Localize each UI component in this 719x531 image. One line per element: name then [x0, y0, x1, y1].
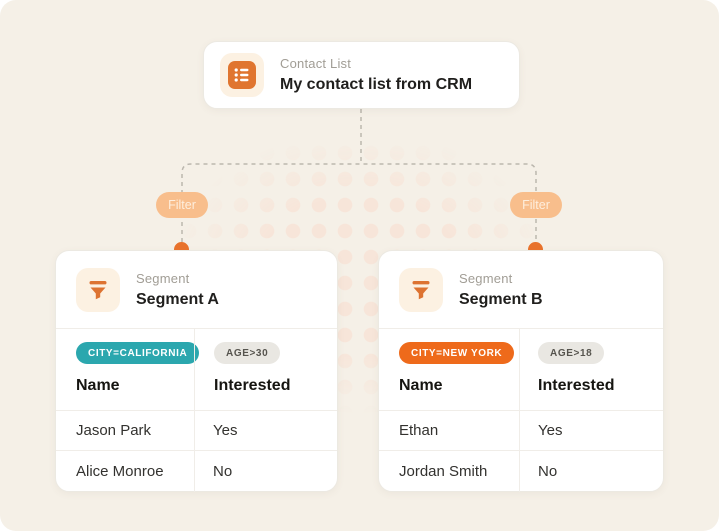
- cell-value: Yes: [213, 422, 238, 439]
- table-row: Ethan Yes: [379, 411, 663, 451]
- table-row: Jason Park Yes: [56, 411, 337, 451]
- segment-b-icon-tile: [399, 267, 443, 312]
- cell-value: Jason Park: [76, 422, 152, 439]
- segment-b-header: Segment Segment B: [379, 251, 663, 329]
- cell-interested: Yes: [518, 411, 663, 450]
- head-cell: CITY=CALIFORNIA Name: [56, 329, 200, 410]
- segment-a-node[interactable]: Segment Segment A CITY=CALIFORNIA Name A…: [55, 250, 338, 492]
- cell-value: Ethan: [399, 422, 439, 439]
- table-row: Alice Monroe No: [56, 451, 337, 491]
- contact-card-text: Contact List My contact list from CRM: [280, 55, 472, 95]
- filter-tag-age: AGE>30: [214, 342, 281, 364]
- segment-b-node[interactable]: Segment Segment B CITY=NEW YORK Name AGE…: [378, 250, 664, 492]
- column-header-interested: Interested: [538, 377, 615, 394]
- column-divider: [519, 329, 520, 492]
- contact-list-icon: [228, 61, 256, 89]
- filter-badge-left[interactable]: Filter: [156, 192, 208, 218]
- filter-badge-right[interactable]: Filter: [510, 192, 562, 218]
- column-header-interested: Interested: [214, 377, 291, 394]
- cell-name: Jordan Smith: [379, 451, 518, 491]
- connector-dot-left: [174, 242, 189, 250]
- head-cell: CITY=NEW YORK Name: [379, 329, 518, 410]
- contact-card-title: My contact list from CRM: [280, 76, 473, 93]
- segment-b-text: Segment Segment B: [459, 270, 543, 310]
- segment-a-table: CITY=CALIFORNIA Name AGE>30 Interested J…: [56, 329, 337, 492]
- segment-title: Segment B: [459, 290, 543, 308]
- segment-b-table: CITY=NEW YORK Name AGE>18 Interested Eth…: [379, 329, 663, 492]
- head-cell: AGE>30 Interested: [194, 329, 337, 410]
- segment-a-text: Segment Segment A: [136, 270, 219, 310]
- funnel-icon: [89, 280, 107, 299]
- cell-interested: Yes: [193, 411, 337, 450]
- cell-value: No: [213, 462, 233, 480]
- cell-value: No: [538, 462, 558, 480]
- funnel-icon: [412, 280, 430, 299]
- cell-value: Jordan Smith: [399, 462, 488, 480]
- segment-title: Segment A: [136, 290, 219, 308]
- cell-name: Ethan: [379, 411, 518, 450]
- segment-label: Segment: [136, 270, 190, 286]
- segment-label: Segment: [459, 270, 513, 286]
- filter-tag-age: AGE>18: [538, 342, 605, 364]
- cell-name: Alice Monroe: [56, 451, 193, 491]
- column-header-name: Name: [76, 377, 120, 394]
- contact-list-icon-tile: [220, 53, 264, 97]
- segment-a-header: Segment Segment A: [56, 251, 337, 329]
- connector-dot-right: [528, 242, 543, 250]
- cell-value: Alice Monroe: [76, 462, 164, 480]
- cell-interested: No: [193, 451, 337, 491]
- table-row: Jordan Smith No: [379, 451, 663, 491]
- filter-tag-city: CITY=NEW YORK: [399, 342, 515, 364]
- cell-interested: No: [518, 451, 663, 491]
- segment-a-table-head: CITY=CALIFORNIA Name AGE>30 Interested: [56, 329, 337, 411]
- segment-b-table-head: CITY=NEW YORK Name AGE>18 Interested: [379, 329, 663, 411]
- contact-list-node[interactable]: Contact List My contact list from CRM: [203, 41, 520, 109]
- cell-value: Yes: [538, 422, 563, 439]
- segment-a-icon-tile: [76, 267, 120, 312]
- contact-card-label: Contact List: [280, 56, 352, 71]
- head-cell: AGE>18 Interested: [518, 329, 663, 410]
- filter-tag-city: CITY=CALIFORNIA: [76, 342, 200, 364]
- cell-name: Jason Park: [56, 411, 193, 450]
- column-header-name: Name: [399, 377, 443, 394]
- column-divider: [194, 329, 195, 492]
